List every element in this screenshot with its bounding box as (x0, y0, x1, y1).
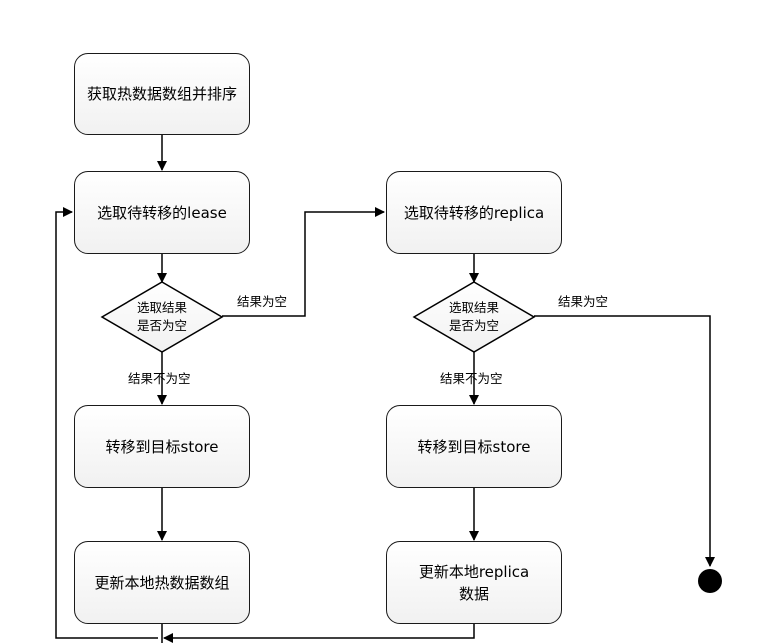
edge-decision-replica-empty-to-end (534, 315, 715, 567)
edge-decision-lease-empty-to-select-replica (222, 207, 385, 317)
node-transfer-replica: 转移到目标store (386, 405, 562, 488)
node-update-replica-text: 更新本地replica 数据 (418, 562, 530, 603)
node-transfer-replica-text: 转移到目标store (417, 437, 531, 456)
edge-loop-back-to-select-lease (55, 207, 158, 639)
decision-replica-text: 选取结果 是否为空 (448, 300, 499, 333)
node-select-replica: 选取待转移的replica (386, 171, 562, 254)
edge-label-replica-empty: 结果为空 (558, 294, 609, 309)
node-transfer-lease-text: 转移到目标store (105, 437, 219, 456)
node-select-replica-text: 选取待转移的replica (403, 203, 545, 222)
decision-diamond-replica (412, 281, 536, 353)
node-update-replica: 更新本地replica 数据 (386, 541, 562, 624)
decision-diamond-lease (100, 281, 224, 353)
node-update-hot: 更新本地热数据数组 (74, 541, 250, 624)
end-node (698, 569, 722, 593)
node-update-hot-text: 更新本地热数据数组 (94, 573, 230, 592)
edge-label-lease-not-empty: 结果不为空 (128, 371, 191, 386)
node-select-lease-text: 选取待转移的lease (97, 203, 227, 222)
node-get-sort: 获取热数据数组并排序 (74, 53, 250, 135)
node-get-sort-text: 获取热数据数组并排序 (86, 85, 237, 103)
decision-lease-text: 选取结果 是否为空 (136, 300, 187, 333)
edge-update-replica-loop (163, 624, 475, 643)
edge-label-replica-not-empty: 结果不为空 (440, 371, 503, 386)
edge-label-lease-empty: 结果为空 (237, 294, 288, 309)
node-transfer-lease: 转移到目标store (74, 405, 250, 488)
node-select-lease: 选取待转移的lease (74, 171, 250, 254)
